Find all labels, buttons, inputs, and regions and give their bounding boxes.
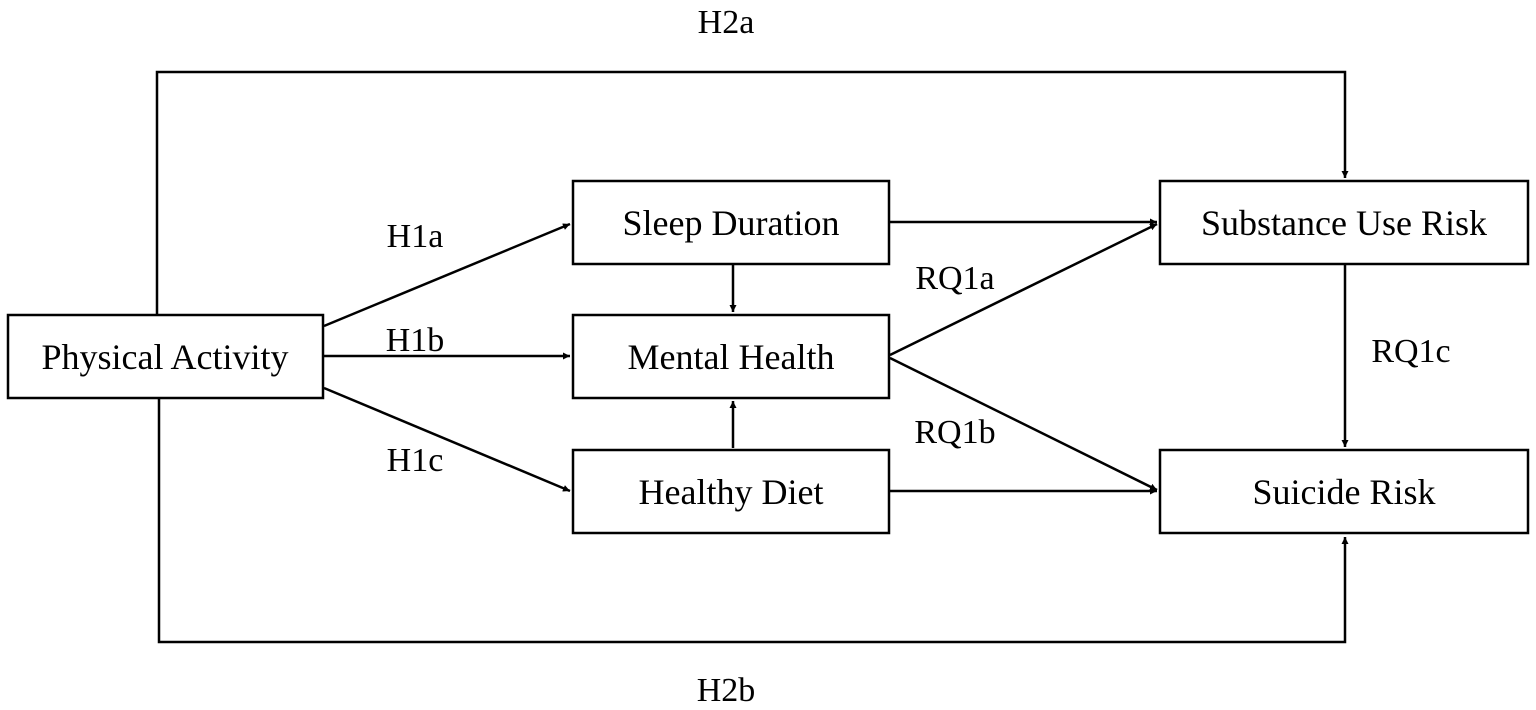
edge-h1c xyxy=(323,386,571,493)
node-sleep-duration: Sleep Duration xyxy=(571,179,891,266)
edge-h2a xyxy=(155,70,1349,314)
node-mental-health: Mental Health xyxy=(571,313,891,400)
node-sleep-duration-label: Sleep Duration xyxy=(623,203,840,243)
edge-rq1b xyxy=(889,356,1158,492)
edge-h1a xyxy=(323,222,571,328)
label-rq1a: RQ1a xyxy=(915,260,994,297)
node-healthy-diet-label: Healthy Diet xyxy=(639,472,824,512)
label-h1a: H1a xyxy=(387,218,444,255)
edge-rq1a xyxy=(889,222,1158,357)
node-suicide-risk: Suicide Risk xyxy=(1158,448,1530,535)
node-physical-activity: Physical Activity xyxy=(6,313,325,400)
label-rq1c: RQ1c xyxy=(1371,333,1450,370)
node-physical-activity-label: Physical Activity xyxy=(42,337,289,377)
label-h2a: H2a xyxy=(698,4,755,41)
label-h1b: H1b xyxy=(386,322,445,359)
edge-h2b xyxy=(157,399,1349,644)
node-healthy-diet: Healthy Diet xyxy=(571,448,891,535)
label-rq1b: RQ1b xyxy=(914,414,995,451)
node-substance-use-risk-label: Substance Use Risk xyxy=(1201,203,1487,243)
node-substance-use-risk: Substance Use Risk xyxy=(1158,179,1530,266)
node-mental-health-label: Mental Health xyxy=(628,337,835,377)
node-suicide-risk-label: Suicide Risk xyxy=(1252,472,1435,512)
label-h2b: H2b xyxy=(697,672,756,709)
label-h1c: H1c xyxy=(387,442,444,479)
